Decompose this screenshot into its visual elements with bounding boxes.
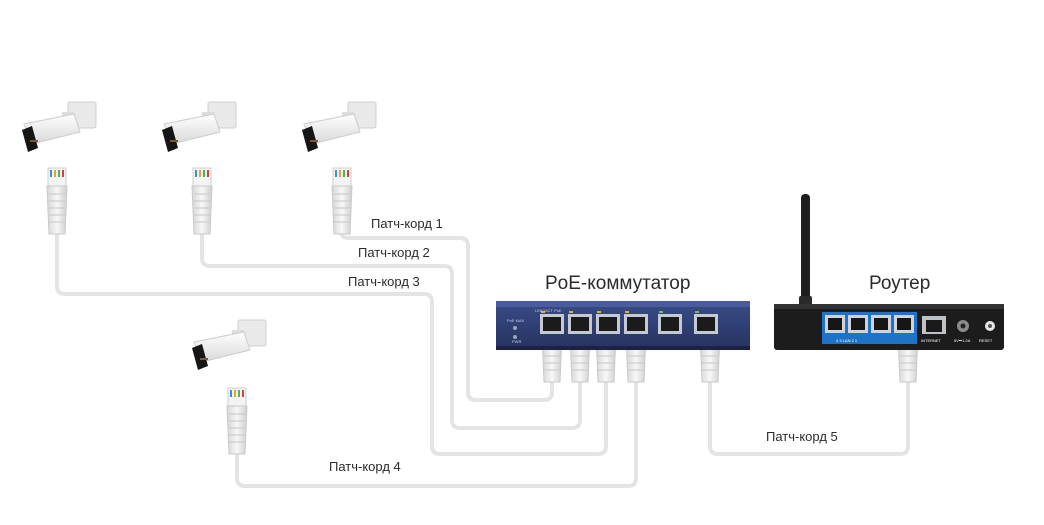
poe-switch-icon: PoE MAX PWR LINK/ACT PoE	[496, 301, 750, 350]
rj45-connector-icon	[191, 167, 213, 235]
svg-text:RESET: RESET	[979, 338, 993, 343]
router-icon: 4 3 LAN 2 1 INTERNET 5V⎓1.2A RESET	[774, 194, 1004, 350]
camera-icon	[302, 101, 377, 152]
patch-cord-2-path	[200, 232, 582, 430]
patch-cord-1-path	[340, 232, 554, 402]
rj45-connector-icon	[226, 387, 248, 455]
camera-icon	[162, 101, 237, 152]
camera-group	[22, 101, 377, 370]
svg-text:PoE MAX: PoE MAX	[507, 318, 525, 323]
camera-icon	[192, 319, 267, 370]
patch-cord-1-label: Патч-корд 1	[371, 216, 443, 231]
patch-cord-4-label: Патч-корд 4	[329, 459, 401, 474]
patch-cord-3-path	[55, 232, 608, 456]
patch-cord-4-path	[235, 378, 638, 488]
antenna-icon	[799, 194, 812, 306]
svg-text:5V⎓1.2A: 5V⎓1.2A	[954, 338, 971, 343]
svg-text:PWR: PWR	[512, 339, 521, 344]
cable-group	[55, 232, 910, 488]
patch-cord-2-label: Патч-корд 2	[358, 245, 430, 260]
patch-cord-3-label: Патч-корд 3	[348, 274, 420, 289]
svg-text:4 3 LAN 2 1: 4 3 LAN 2 1	[836, 338, 858, 343]
svg-text:LINK/ACT PoE: LINK/ACT PoE	[535, 308, 562, 313]
rj45-connector-icon	[46, 167, 68, 235]
poe-switch-label: PoE-коммутатор	[545, 273, 691, 294]
camera-icon	[22, 101, 97, 152]
svg-text:INTERNET: INTERNET	[921, 338, 942, 343]
router-label: Роутер	[869, 273, 931, 294]
patch-cord-5-path	[708, 378, 910, 456]
rj45-connector-icon	[331, 167, 353, 235]
patch-cord-5-label: Патч-корд 5	[766, 429, 838, 444]
